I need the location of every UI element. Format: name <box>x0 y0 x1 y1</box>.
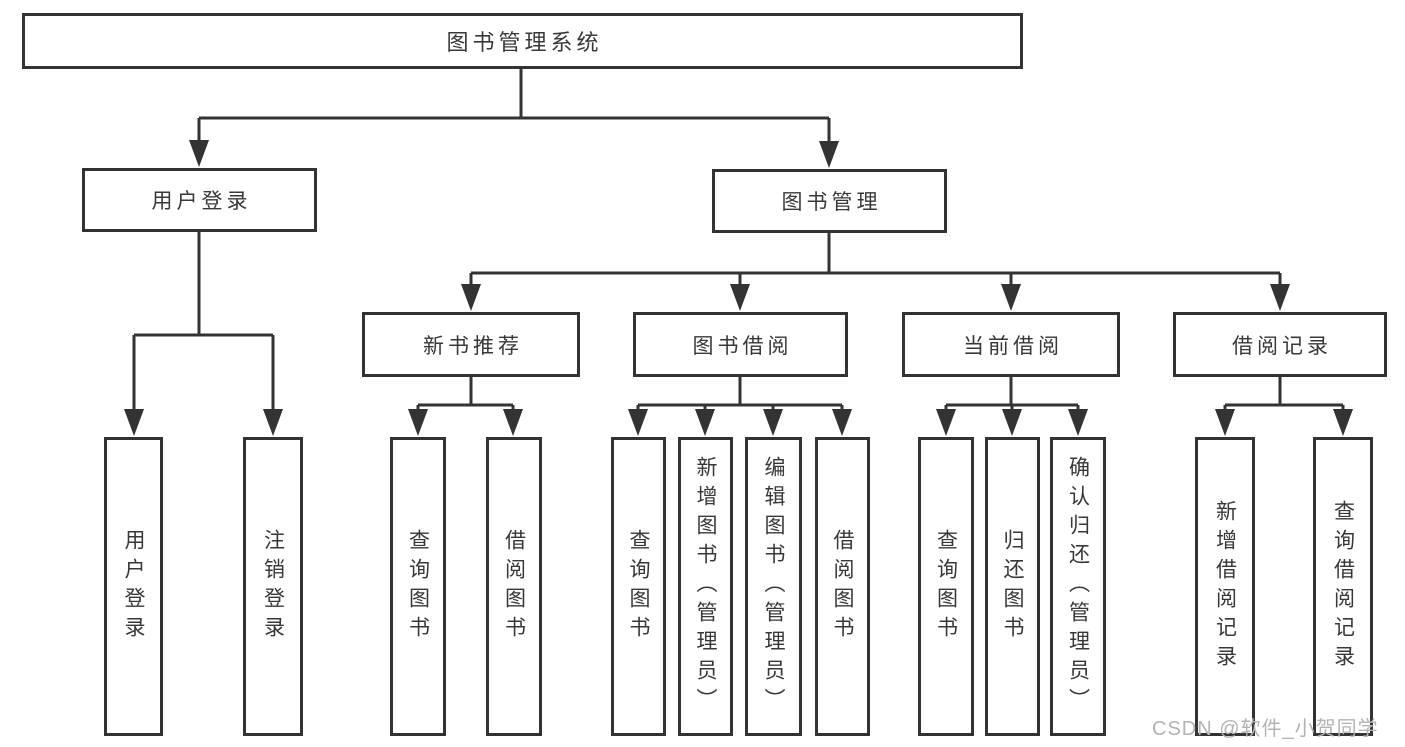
leaf-current-return: 归还图书 <box>985 437 1040 736</box>
leaf-records-add-label: 新增借阅记录 <box>1213 499 1237 674</box>
leaf-records-add: 新增借阅记录 <box>1195 437 1255 736</box>
node-borrow-records-label: 借阅记录 <box>1232 334 1332 358</box>
leaf-newbook-query: 查询图书 <box>390 437 446 736</box>
leaf-borrowing-add: 新增图书（管理员） <box>678 437 733 736</box>
leaf-borrowing-add-label: 新增图书（管理员） <box>694 456 718 717</box>
leaf-borrowing-query: 查询图书 <box>611 437 666 736</box>
node-root: 图书管理系统 <box>22 13 1023 69</box>
leaf-user-login-label: 用户登录 <box>122 528 146 645</box>
watermark: CSDN @软件_小贺同学 <box>1152 718 1379 740</box>
node-user-login-label: 用户登录 <box>151 190 252 213</box>
leaf-newbook-borrow-label: 借阅图书 <box>502 528 526 645</box>
node-new-book-recommend: 新书推荐 <box>362 312 580 377</box>
leaf-borrowing-query-label: 查询图书 <box>627 528 651 645</box>
node-root-label: 图书管理系统 <box>446 30 603 55</box>
leaf-current-return-label: 归还图书 <box>1001 528 1025 645</box>
node-book-borrowing: 图书借阅 <box>633 312 848 377</box>
leaf-current-confirm-label: 确认归还（管理员） <box>1066 456 1090 717</box>
leaf-current-query: 查询图书 <box>918 437 974 736</box>
leaf-records-query-label: 查询借阅记录 <box>1331 499 1355 674</box>
leaf-logout: 注销登录 <box>243 437 303 736</box>
node-book-management: 图书管理 <box>712 169 947 233</box>
node-book-borrowing-label: 图书借阅 <box>692 334 793 358</box>
leaf-borrowing-borrow: 借阅图书 <box>815 437 870 736</box>
connector-lines <box>132 68 1345 410</box>
leaf-borrowing-borrow-label: 借阅图书 <box>831 528 855 645</box>
leaf-borrowing-edit: 编辑图书（管理员） <box>745 437 802 736</box>
leaf-newbook-borrow: 借阅图书 <box>486 437 542 736</box>
leaf-borrowing-edit-label: 编辑图书（管理员） <box>762 456 786 717</box>
leaf-records-query: 查询借阅记录 <box>1313 437 1373 736</box>
node-current-borrowing-label: 当前借阅 <box>963 334 1063 358</box>
leaf-current-confirm: 确认归还（管理员） <box>1050 437 1106 736</box>
leaf-current-query-label: 查询图书 <box>934 528 958 645</box>
leaf-logout-label: 注销登录 <box>261 528 285 645</box>
node-new-book-recommend-label: 新书推荐 <box>423 334 523 358</box>
leaf-newbook-query-label: 查询图书 <box>406 528 430 645</box>
arrow-heads <box>124 140 1353 436</box>
node-user-login: 用户登录 <box>82 168 317 232</box>
node-current-borrowing: 当前借阅 <box>902 312 1120 377</box>
leaf-user-login: 用户登录 <box>104 437 163 736</box>
node-borrow-records: 借阅记录 <box>1173 312 1387 377</box>
node-book-management-label: 图书管理 <box>781 191 882 214</box>
